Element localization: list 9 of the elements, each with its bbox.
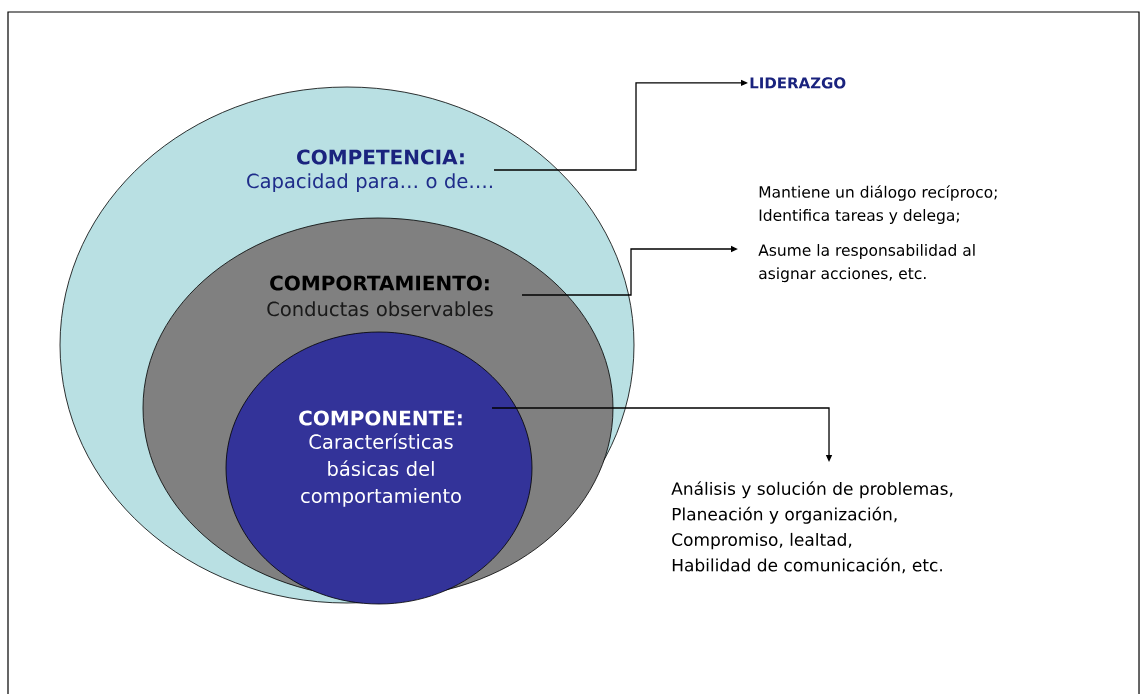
description: Capacidad para… o de…. [247,173,492,193]
description: Conductas observables [267,301,493,317]
heading: COMPONENTE: [299,410,462,426]
label-text: LIDERAZGO [750,77,846,89]
heading: COMPETENCIA: [297,149,464,165]
item-list: Análisis y solución de problemas, Planeación y organización, Compromiso, lealtad, Habilidad de comunicación, etc. [671,481,953,574]
heading: COMPORTAMIENTO: [270,275,489,291]
item-list: Mantiene un diálogo recíproco; Identifica tareas y delega; Asume la responsabilidad al asignar acciones, etc. [758,185,997,283]
description: Características básicas del comportamiento [301,433,461,507]
